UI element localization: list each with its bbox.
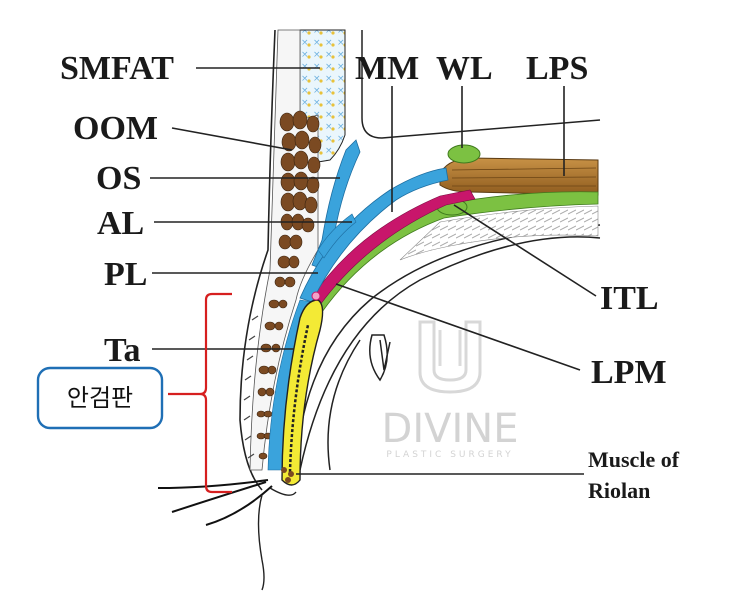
label-lpm: LPM [591,354,667,391]
label-riolan-line1: Muscle of [588,447,680,472]
leader-lines [150,67,597,475]
label-ta: Ta [104,332,141,369]
label-mm: MM [355,50,419,87]
label-al: AL [97,205,144,242]
label-oom: OOM [73,110,158,147]
label-itl: ITL [600,280,659,317]
leader-itl [453,204,597,297]
labels: SMFAT OOM OS AL PL Ta MM WL LPS ITL LPM … [60,50,680,503]
skin-fibres [243,315,259,459]
leader-oom [171,127,293,151]
eyelashes [157,479,273,526]
mullers-muscle [309,189,476,306]
label-riolan-line2: Riolan [588,478,650,503]
callout-box: 안검판 [36,366,164,430]
tarsus-bracket [168,292,232,494]
whitnall-ligament [447,144,481,164]
callout-text: 안검판 [67,384,133,412]
oom-fibres [256,110,322,460]
riolan-muscle [281,467,294,483]
aponeurosis-extension [317,213,357,259]
lower-contour [257,487,297,591]
watermark-logo-icon [418,320,482,394]
watermark: DIVINE PLASTIC SURGERY [382,320,519,460]
leader-lpm [335,283,581,371]
label-pl: PL [104,256,147,293]
skin-outline [239,29,276,491]
watermark-brand: DIVINE [382,406,519,452]
label-os: OS [96,160,141,197]
marginal-arcade [311,291,321,301]
label-wl: WL [436,50,493,87]
anterior-lamella [239,29,346,491]
tarsal-plate [281,299,324,486]
levator-muscle [439,157,599,196]
label-smfat: SMFAT [60,50,174,87]
meibomian-gland [288,324,310,473]
watermark-tagline: PLASTIC SURGERY [386,450,513,460]
label-lps: LPS [526,50,588,87]
